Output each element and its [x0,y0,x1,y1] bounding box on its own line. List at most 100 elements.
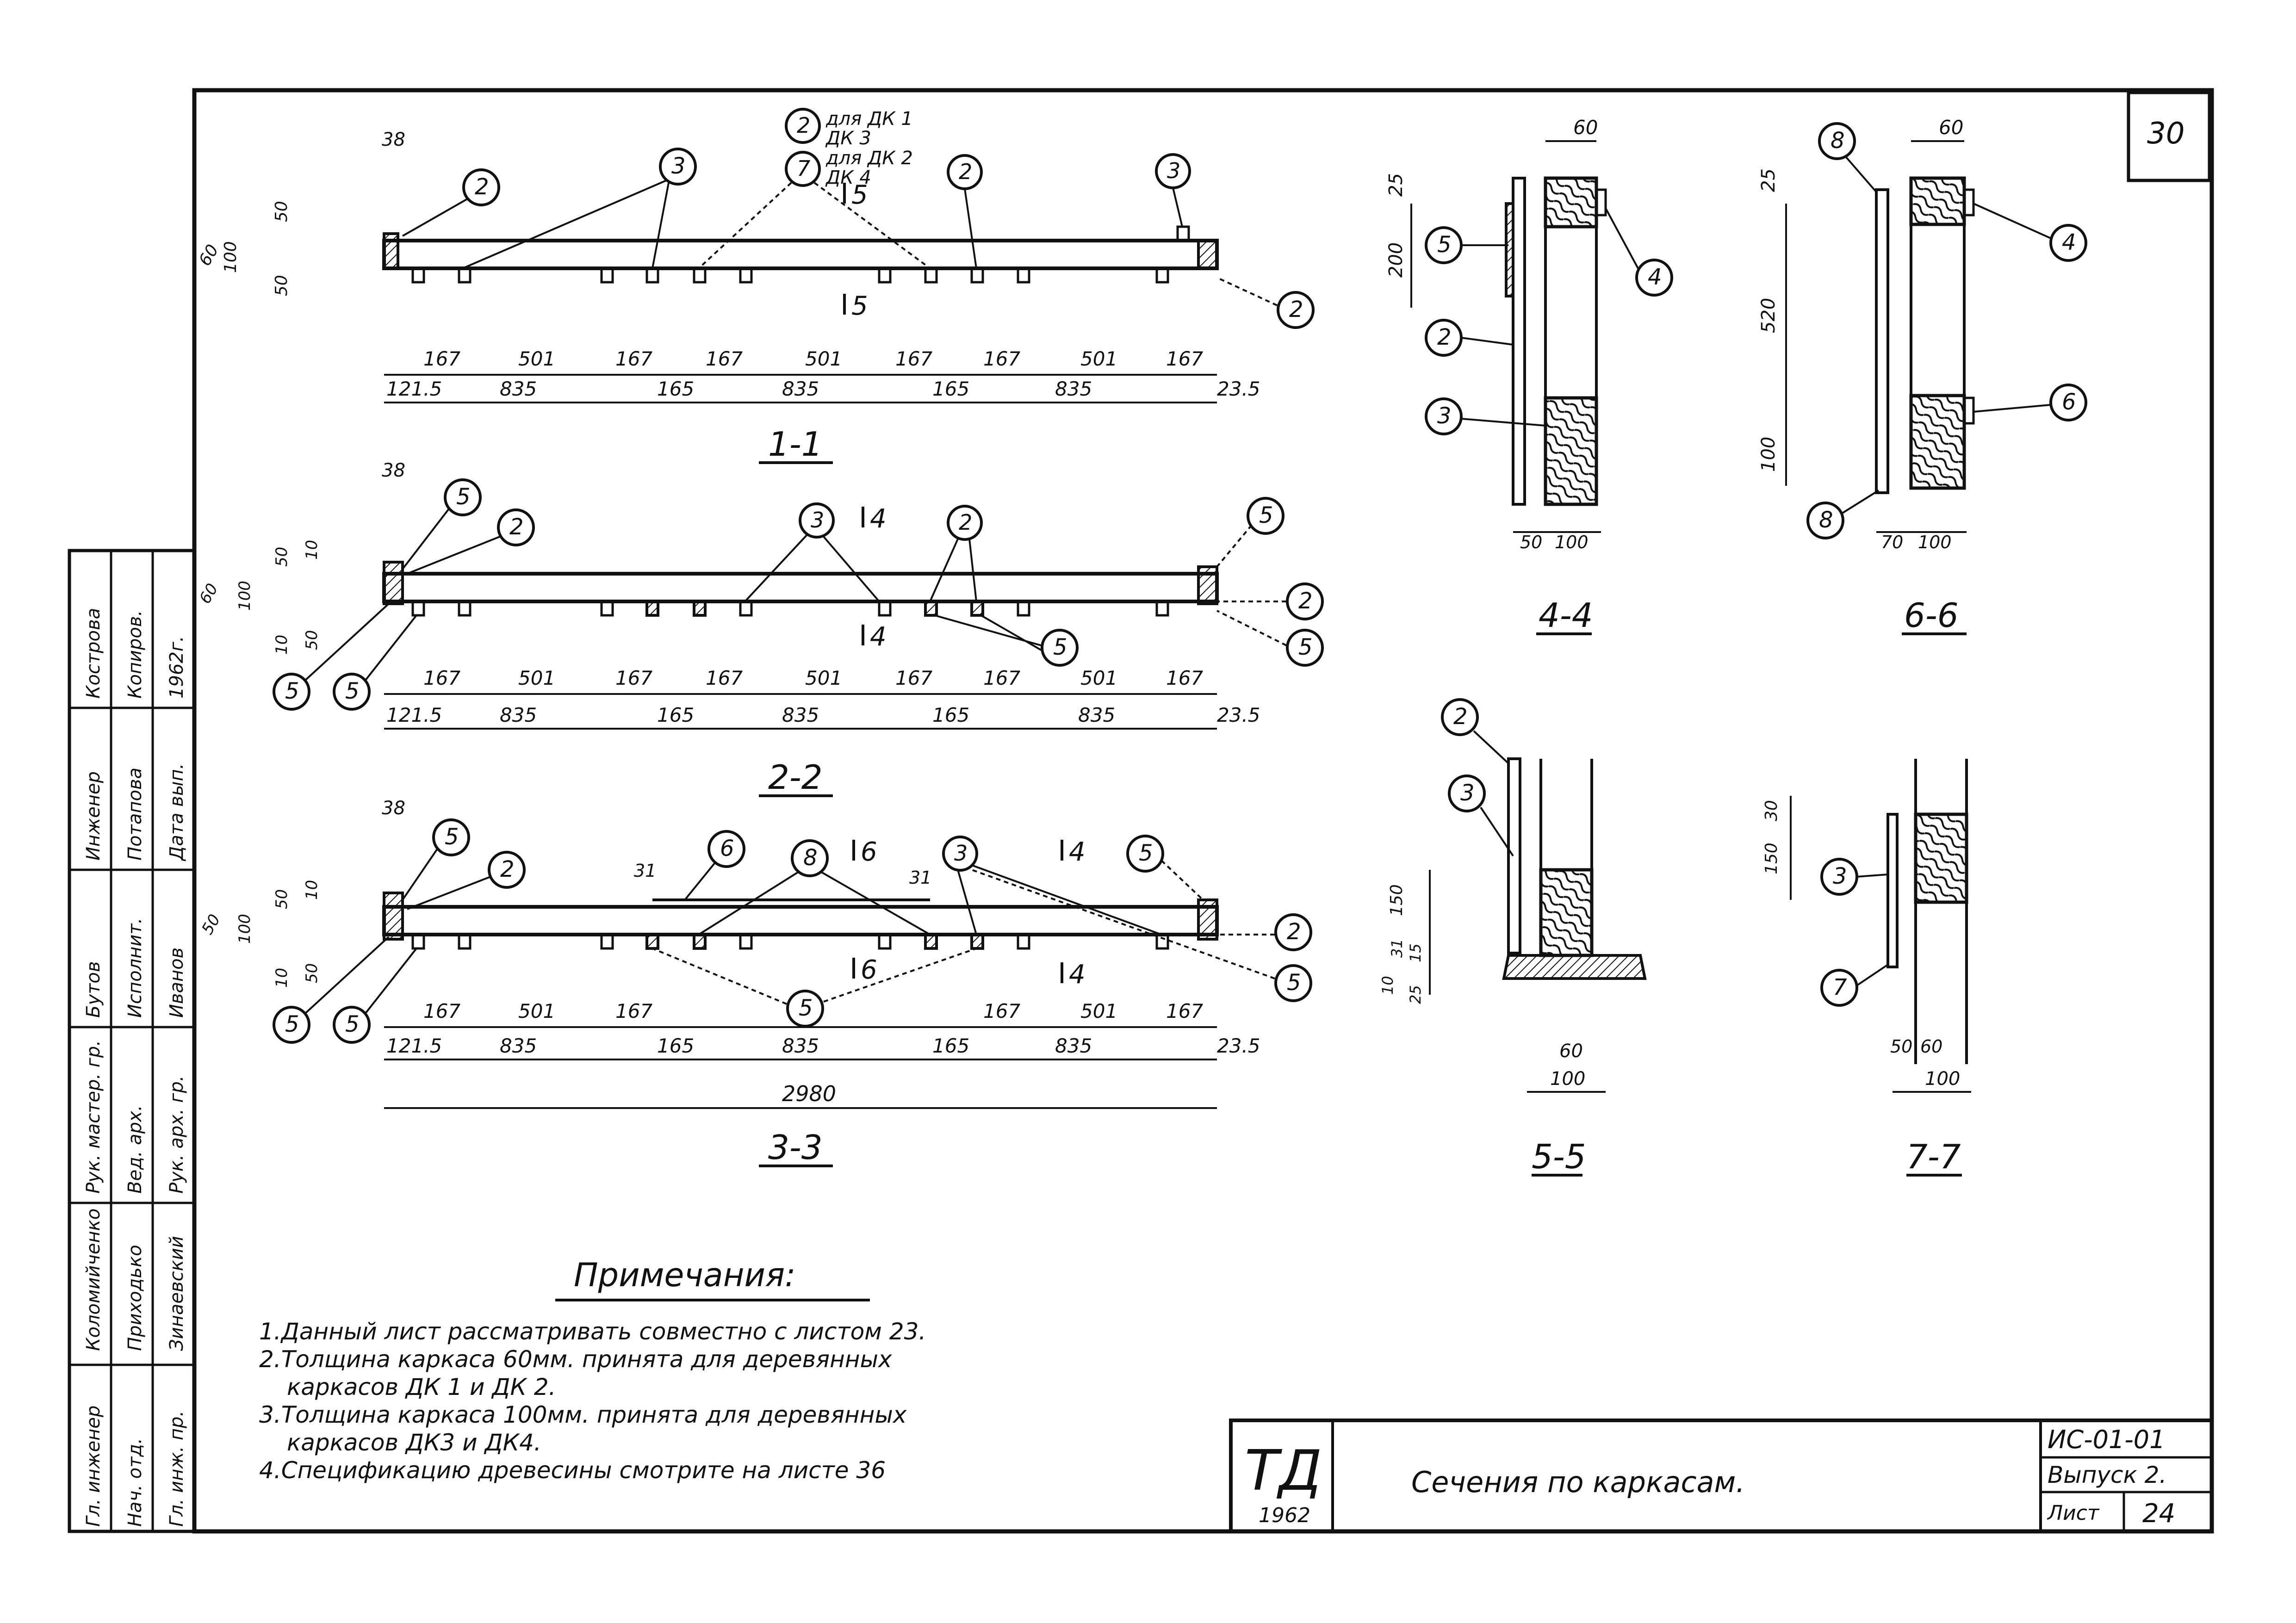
svg-text:2: 2 [1453,704,1468,730]
svg-text:167: 167 [615,667,652,689]
section-1-1: 1-1 2 3 2 7 для ДК 1 ДК 3 для ДК 2 ДК 4 … [195,108,1315,464]
svg-text:2: 2 [959,510,972,535]
section-title: 4-4 [1539,596,1593,635]
dim: 100 [1918,532,1952,552]
dim: 38 [382,460,405,481]
dim-row-1: 167 501 167 167 501 167 167 501 167 [423,347,1203,370]
end-block [1197,898,1218,941]
callout-5: 5 [1286,629,1324,667]
section-title: 3-3 [768,1128,823,1167]
dim-row-2: 121.5 835 165 835 165 835 23.5 [386,1035,1260,1057]
dim: 60 [1939,116,1963,139]
svg-text:501: 501 [1080,667,1117,689]
base-plate [1502,954,1647,980]
dim: 50 [1890,1036,1912,1057]
svg-text:2: 2 [500,856,515,882]
section-2-2: 2-2 5 2 3 2 5 2 5 5 5 5 4 4 38 50 10 10 … [196,460,1324,797]
section-title: 2-2 [768,758,823,797]
note-line: для ДК 1 [825,108,913,130]
section-7-7: 7-7 3 7 30 150 50 60 100 [1762,759,1971,1177]
dim: 100 [1758,437,1779,472]
studs [411,933,1169,950]
callout-5: 5 [1425,226,1463,264]
svg-text:4: 4 [2062,229,2076,255]
note-line: ДК 3 [825,128,871,149]
svg-text:165: 165 [657,378,694,400]
svg-text:7: 7 [1833,974,1847,1000]
svg-text:835: 835 [1055,1035,1092,1057]
corner-box [2127,91,2211,182]
end-block [1197,565,1218,605]
callout-5: 5 [786,990,824,1028]
callout-8: 8 [1806,502,1844,539]
svg-text:5: 5 [456,484,471,510]
callout-2: 2 [1425,319,1463,357]
svg-text:165: 165 [932,704,969,726]
svg-text:167: 167 [983,1000,1020,1022]
callout-5: 5 [333,673,371,711]
dim: 60 [1920,1036,1942,1057]
svg-text:2: 2 [1437,324,1452,350]
svg-text:501: 501 [518,667,555,689]
end-block [1197,239,1218,270]
dim: 100 [1555,532,1589,552]
svg-text:501: 501 [518,1000,555,1022]
svg-text:5: 5 [1053,634,1067,660]
end-block [383,892,404,941]
approval-stamp: Гл. инженер Коломийченко Рук. мастер. гр… [68,549,196,1533]
svg-text:167: 167 [1166,1000,1203,1022]
svg-text:167: 167 [423,667,460,689]
svg-text:23.5: 23.5 [1217,378,1260,400]
dim: 100 [1925,1068,1960,1090]
dim-row-1: 167 501 167 167 501 167 [423,1000,1203,1022]
svg-text:8: 8 [1831,128,1845,154]
section-5-5: 5-5 2 3 150 31 15 10 25 60 100 [1379,698,1647,1177]
svg-text:835: 835 [500,1035,537,1057]
dim: 25 [1385,173,1407,197]
sheet-label: Лист [2047,1501,2100,1525]
callout-5: 5 [432,818,470,856]
callout-6: 6 [707,830,745,868]
svg-text:5: 5 [1437,232,1452,258]
dim: 50 [273,889,291,909]
callout-3: 3 [1155,153,1191,189]
stamp-cell: Нач. отд. [124,1438,146,1527]
svg-text:167: 167 [983,667,1020,689]
callout-7: 7 [785,151,821,187]
stamp-cell: Бутов [83,961,104,1018]
stamp-cell: Исполнит. [124,918,146,1018]
bottom-block [1544,396,1598,506]
svg-text:121.5: 121.5 [386,1035,442,1057]
callout-7: 7 [1820,969,1858,1007]
dim: 100 [1550,1068,1585,1090]
dim: 200 [1385,242,1407,278]
svg-text:167: 167 [1166,347,1203,370]
callout-5 [333,1006,371,1044]
svg-text:5: 5 [799,995,813,1021]
svg-text:165: 165 [657,704,694,726]
svg-text:835: 835 [1078,704,1115,726]
dim: 10 [273,968,291,988]
dim: 50 [1520,532,1542,552]
cut-mark: 4 [1069,837,1086,867]
note-line: для ДК 2 [825,148,913,169]
svg-text:167: 167 [423,347,460,370]
dim: 15 [1407,943,1424,962]
dim: 150 [1762,842,1781,874]
svg-text:835: 835 [782,378,819,400]
svg-text:2: 2 [509,514,524,540]
svg-text:3: 3 [1167,158,1180,183]
svg-text:2: 2 [1287,919,1301,945]
note-item: 1.Данный лист рассматривать совместно с … [259,1318,926,1345]
callout-5: 5 [273,673,310,711]
dim: 50 [198,911,224,937]
svg-text:6: 6 [2062,389,2076,415]
callout-5: 5 [1247,497,1285,535]
callout-2: 2 [1286,582,1324,620]
stamp-cell: 1962г. [166,636,187,699]
issue-label: Выпуск 2. [2048,1462,2166,1488]
dim: 38 [382,798,405,819]
callout-2: 2 [1274,913,1312,951]
svg-text:165: 165 [932,378,969,400]
